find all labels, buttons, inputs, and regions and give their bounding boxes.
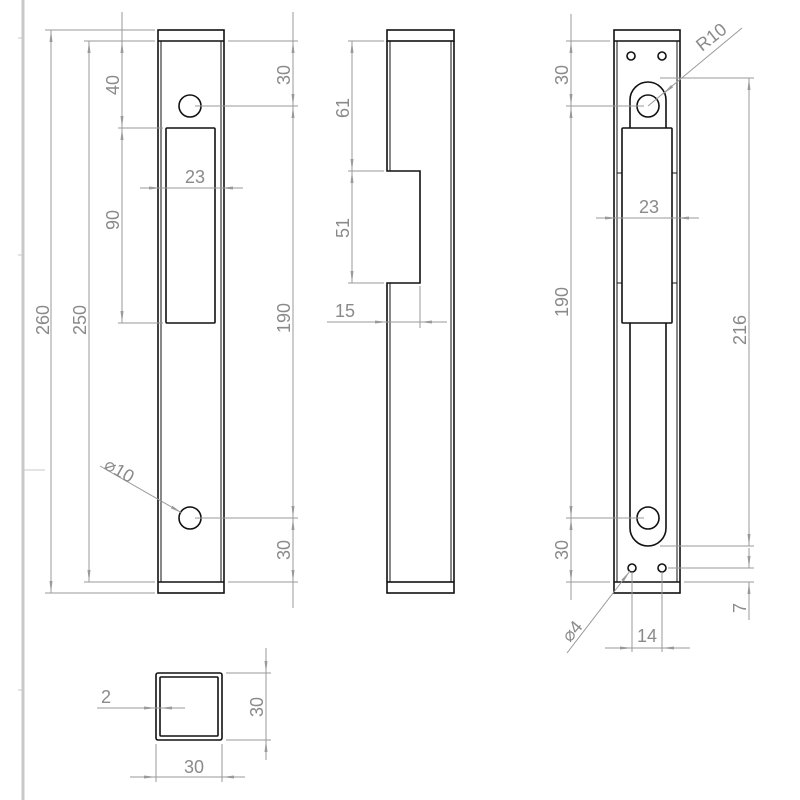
section-view-dimensions: 2 30 30 bbox=[97, 648, 271, 782]
back-view-dimensions: 30 190 30 23 R10 216 7 ⌀4 14 bbox=[552, 14, 754, 654]
dim-section-height: 30 bbox=[247, 697, 267, 717]
strike-slot bbox=[165, 127, 216, 324]
dim-small-hole-diameter: ⌀4 bbox=[558, 617, 587, 646]
dim-notch-length: 51 bbox=[333, 218, 353, 238]
dim-hole-diameter: ⌀10 bbox=[101, 454, 138, 487]
dim-slot-width: 23 bbox=[185, 167, 205, 187]
small-hole bbox=[627, 563, 637, 573]
strike-lug-bottom bbox=[629, 323, 667, 547]
dim-lug-length: 216 bbox=[730, 315, 750, 345]
side-view bbox=[386, 29, 455, 594]
dim-hole-spacing: 190 bbox=[274, 303, 294, 333]
small-hole bbox=[657, 51, 667, 61]
section-view bbox=[155, 672, 223, 741]
side-view-dimensions: 61 51 15 bbox=[327, 40, 447, 328]
dim-bottom-hole-offset: 30 bbox=[274, 540, 294, 560]
dim-back-hole-spacing: 190 bbox=[552, 287, 572, 317]
dim-inner-length: 250 bbox=[70, 305, 90, 335]
small-hole bbox=[626, 51, 636, 61]
dim-small-hole-offset: 7 bbox=[730, 603, 750, 613]
dim-back-slot-width: 23 bbox=[639, 197, 659, 217]
dim-top-to-slot: 40 bbox=[103, 75, 123, 95]
dim-notch-depth: 15 bbox=[335, 301, 355, 321]
dim-lug-radius: R10 bbox=[692, 19, 730, 55]
dim-notch-offset: 61 bbox=[333, 98, 353, 118]
dim-back-top-hole-offset: 30 bbox=[552, 65, 572, 85]
dim-top-hole-offset: 30 bbox=[274, 65, 294, 85]
front-view-dimensions: 260 250 40 90 23 30 190 30 ⌀10 bbox=[33, 12, 298, 608]
strike-lug-top bbox=[629, 81, 667, 128]
front-view bbox=[157, 29, 225, 594]
sheet-border bbox=[18, 0, 45, 800]
dim-section-width: 30 bbox=[184, 757, 204, 777]
dim-slot-length: 90 bbox=[103, 210, 123, 230]
strike-plate-body bbox=[621, 127, 673, 324]
dim-back-bottom-hole-offset: 30 bbox=[552, 540, 572, 560]
back-view bbox=[613, 29, 681, 594]
dim-small-hole-spacing: 14 bbox=[637, 626, 657, 646]
dim-wall-thickness: 2 bbox=[101, 687, 111, 707]
small-hole bbox=[657, 563, 667, 573]
dim-overall-length: 260 bbox=[33, 305, 53, 335]
